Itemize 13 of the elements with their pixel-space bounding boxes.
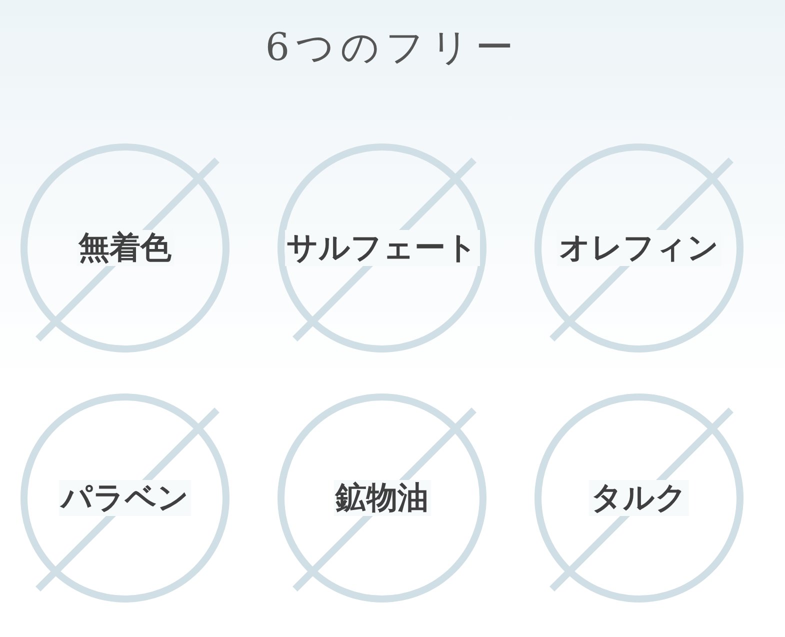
prohibition-circle	[19, 142, 231, 354]
prohibition-circle	[276, 392, 488, 604]
prohibition-circle	[533, 392, 745, 604]
item-label: タルク	[589, 480, 689, 516]
prohibition-circle	[19, 392, 231, 604]
title: 6つのフリー	[264, 24, 521, 71]
prohibition-circle	[533, 142, 745, 354]
item-label: 鉱物油	[334, 480, 430, 516]
prohibition-circle	[276, 142, 488, 354]
item-label: パラベン	[59, 480, 191, 516]
item-label: 無着色	[76, 230, 174, 266]
item-label: サルフェート	[284, 230, 480, 266]
item-label: オレフィン	[557, 230, 721, 266]
